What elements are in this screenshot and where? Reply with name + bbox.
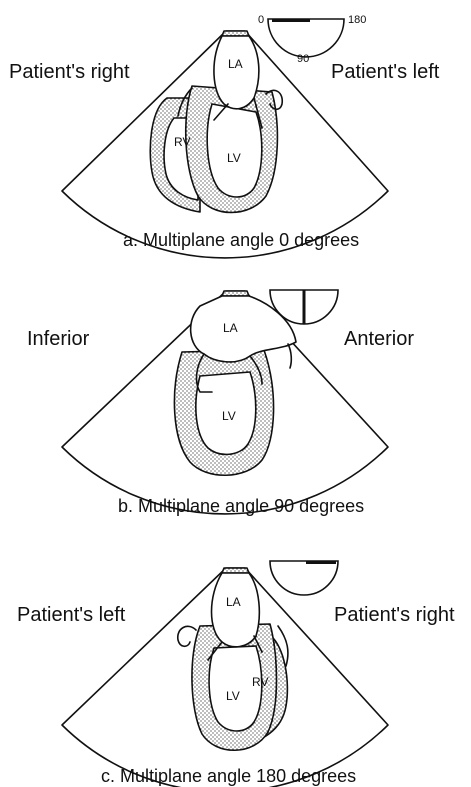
chamber-label-lv: LV — [222, 409, 236, 423]
left-orientation-label: Patient's left — [17, 604, 126, 626]
panel-a: 0 180 90 Patient's right Patient's left … — [9, 14, 440, 258]
multiplane-dial-icon — [268, 19, 344, 57]
right-orientation-label: Patient's right — [334, 604, 455, 626]
panel-caption: a. Multiplane angle 0 degrees — [123, 230, 359, 250]
chamber-label-rv: RV — [174, 135, 190, 149]
panel-b: Inferior Anterior LA LV b. Multiplane an… — [27, 290, 414, 516]
panel-c: Patient's left Patient's right LA LV RV … — [17, 561, 455, 787]
chamber-label-la: LA — [226, 595, 241, 609]
right-orientation-label: Anterior — [344, 328, 414, 350]
chamber-label-lv: LV — [227, 151, 241, 165]
chamber-label-la: LA — [223, 321, 238, 335]
chamber-label-lv: LV — [226, 689, 240, 703]
appendage — [288, 344, 291, 368]
dial-label-end: 180 — [348, 14, 366, 26]
aortic-outflow — [178, 626, 196, 646]
dial-label-start: 0 — [258, 14, 264, 26]
left-orientation-label: Inferior — [27, 328, 90, 350]
chamber-label-la: LA — [228, 57, 243, 71]
multiplane-dial-icon — [270, 561, 338, 595]
left-atrium — [212, 573, 260, 647]
left-orientation-label: Patient's right — [9, 61, 130, 83]
panel-caption: b. Multiplane angle 90 degrees — [118, 496, 364, 516]
left-atrium — [214, 36, 259, 109]
chamber-label-rv: RV — [252, 675, 268, 689]
dial-label-mid: 90 — [297, 53, 309, 65]
right-orientation-label: Patient's left — [331, 61, 440, 83]
panel-caption: c. Multiplane angle 180 degrees — [101, 766, 356, 786]
